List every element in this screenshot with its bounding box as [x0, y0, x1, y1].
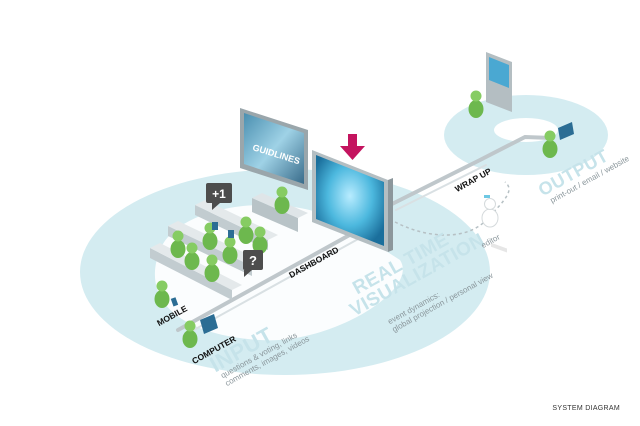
plus-one-bubble: +1 [206, 183, 232, 210]
editor-figure [481, 195, 499, 228]
svg-text:+1: +1 [212, 187, 226, 201]
question-bubble: ? [243, 250, 263, 277]
input-arrow [340, 134, 365, 160]
computer-user [182, 320, 198, 348]
main-screen [312, 150, 393, 252]
mobile-user [154, 280, 170, 308]
guidelines-billboard: GUIDLINES [240, 108, 308, 190]
laptop-user [542, 130, 558, 158]
svg-text:?: ? [249, 253, 257, 268]
diagram-caption: SYSTEM DIAGRAM [552, 405, 620, 412]
output-kiosk [486, 52, 512, 253]
kiosk-user [468, 90, 484, 118]
editor-link [394, 181, 510, 236]
